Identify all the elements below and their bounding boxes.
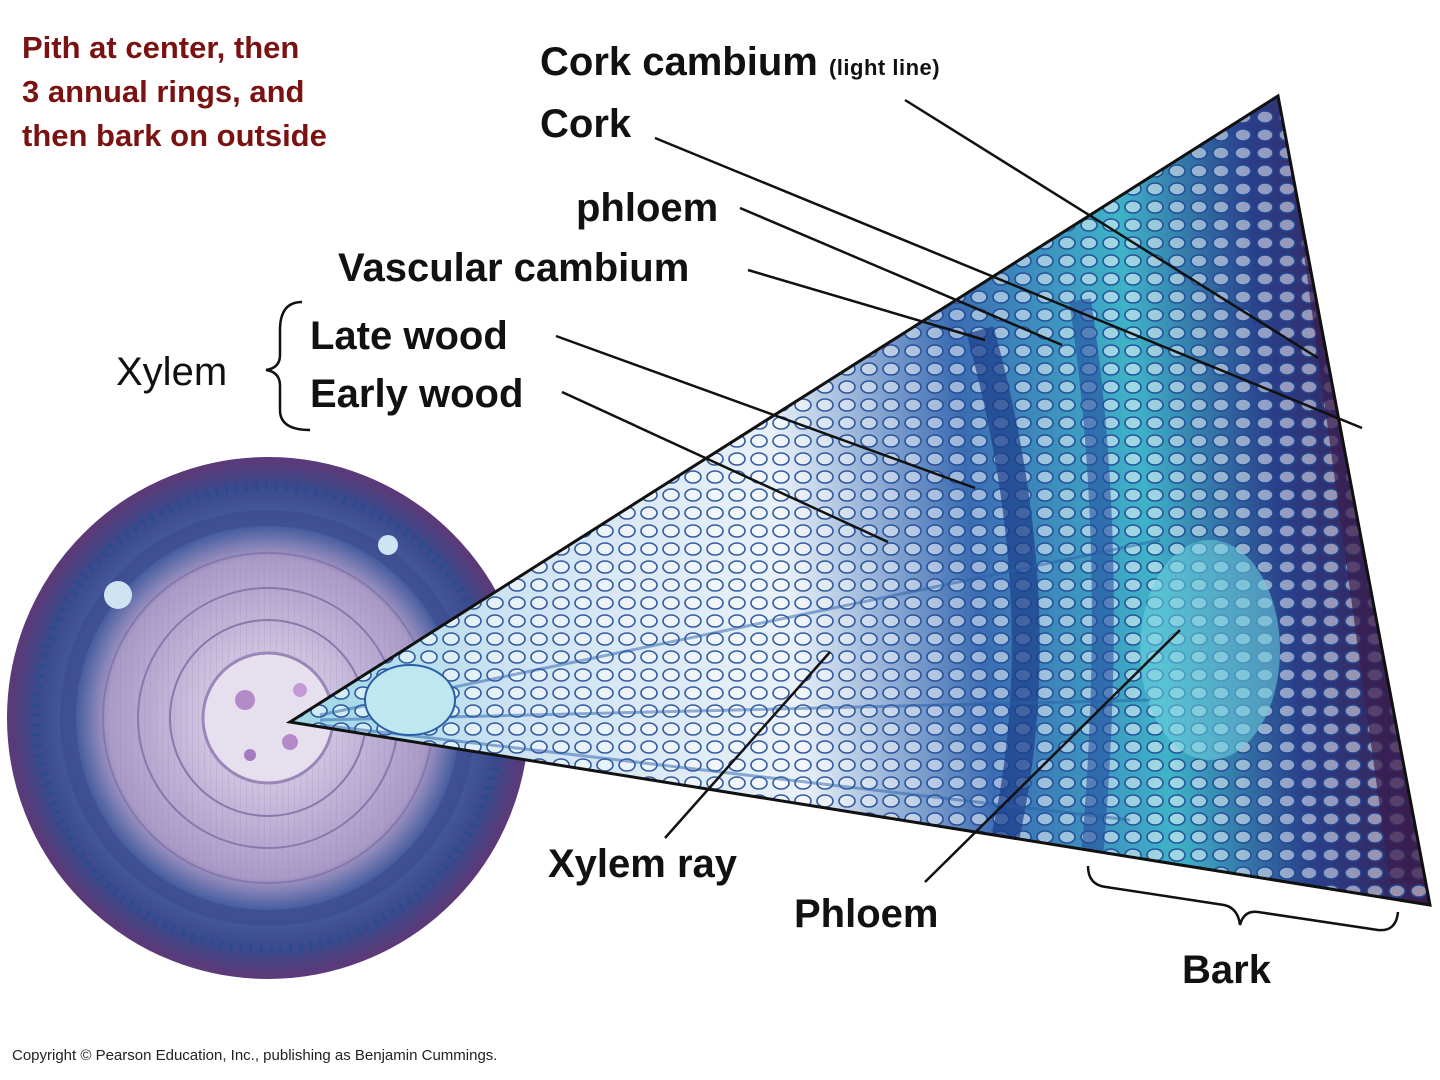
leader-phloem <box>924 629 1181 883</box>
leader-xylem-ray <box>664 651 831 839</box>
note-line: then bark on outside <box>22 118 327 154</box>
stem-cross-section-disc <box>7 457 529 979</box>
leader-cork-cambium <box>904 98 1319 360</box>
label-xylem-ray: Xylem ray <box>548 842 738 886</box>
leader-early-wood <box>561 390 889 544</box>
label-phloem-small: phloem <box>576 186 719 230</box>
copyright-notice: Copyright © Pearson Education, Inc., pub… <box>12 1047 498 1064</box>
leader-vascular-cambium <box>747 268 986 342</box>
leader-cork <box>654 136 1363 430</box>
note-line: 3 annual rings, and <box>22 74 305 110</box>
label-bark: Bark <box>1182 948 1271 992</box>
label-cork-cambium: Cork cambium (light line) <box>540 42 940 82</box>
label-late-wood: Late wood <box>310 314 508 358</box>
label-xylem: Xylem <box>116 350 228 394</box>
leader-phloem-small <box>739 206 1063 347</box>
bark-bracket <box>1086 865 1400 932</box>
leader-lines <box>555 98 1363 883</box>
xylem-bracket <box>265 300 311 432</box>
label-cork-cambium-note: (light line) <box>828 55 941 80</box>
leader-late-wood <box>555 334 976 490</box>
explanatory-note: Pith at center, then 3 annual rings, and… <box>22 26 327 158</box>
label-cork-cambium-text: Cork cambium <box>540 40 818 84</box>
label-early-wood: Early wood <box>310 372 524 416</box>
label-vascular-cambium: Vascular cambium <box>338 246 690 290</box>
label-cork: Cork <box>540 102 632 146</box>
label-phloem: Phloem <box>794 892 939 936</box>
note-line: Pith at center, then <box>22 30 300 65</box>
